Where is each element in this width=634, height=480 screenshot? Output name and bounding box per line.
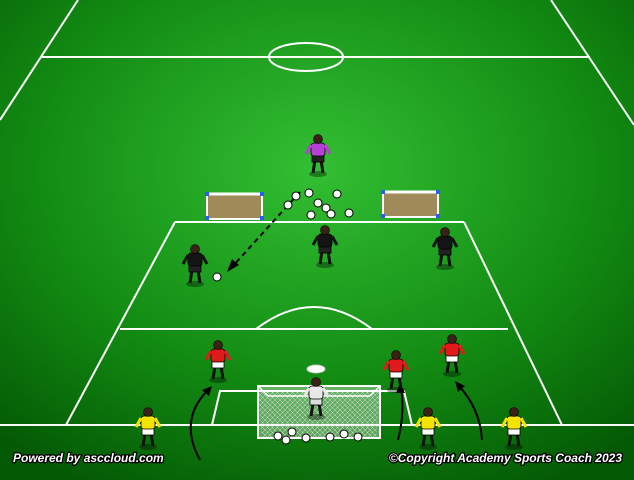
ball: [353, 432, 363, 442]
player-yellow: [500, 407, 528, 450]
player-yellow: [134, 407, 162, 450]
attacker-red: [382, 350, 410, 393]
ball: [313, 198, 323, 208]
mini-goal-right: [381, 190, 440, 218]
ball: [325, 432, 335, 442]
ball: [326, 209, 336, 219]
players: [134, 134, 528, 450]
attacker-red: [438, 334, 466, 377]
ball: [339, 429, 349, 439]
right-touchline: [463, 221, 563, 426]
defender-black: [431, 227, 459, 270]
ball: [281, 435, 291, 445]
far-left-touchline: [0, 0, 79, 121]
ball: [304, 188, 314, 198]
far-centre-circle: [268, 42, 344, 72]
far-right-touchline: [550, 0, 634, 126]
goalkeeper-white: [302, 377, 330, 420]
pass-arrow-dashed: [231, 191, 301, 268]
run-arrow-right-head: [455, 381, 465, 392]
centre-circle-arc: [255, 306, 373, 330]
run-arrow-left: [189, 389, 209, 461]
goalkeeper-purple: [304, 134, 332, 177]
ball: [212, 272, 222, 282]
movement-arrows: [189, 191, 483, 461]
ball: [273, 431, 283, 441]
player-yellow: [414, 407, 442, 450]
attacker-red: [204, 340, 232, 383]
copyright-caption: ©Copyright Academy Sports Coach 2023: [389, 451, 622, 465]
ball: [287, 427, 297, 437]
powered-by-caption: Powered by asccloud.com: [13, 451, 164, 465]
run-arrow-left-head: [202, 386, 212, 396]
disc-marker: [306, 364, 326, 374]
defender-black: [181, 244, 209, 287]
mini-goal-left: [205, 192, 264, 220]
defender-black: [311, 225, 339, 268]
ball: [291, 191, 301, 201]
ball: [344, 208, 354, 218]
ball: [332, 189, 342, 199]
left-touchline: [65, 221, 176, 426]
ball: [283, 200, 293, 210]
balls: [212, 188, 363, 445]
ball: [301, 433, 311, 443]
ball: [321, 203, 331, 213]
pass-arrow-head: [227, 259, 239, 272]
ball: [306, 210, 316, 220]
